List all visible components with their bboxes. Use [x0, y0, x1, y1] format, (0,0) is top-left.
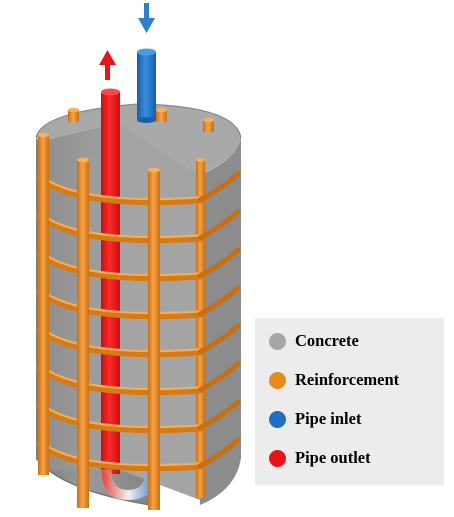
legend-label-concrete: Concrete	[295, 331, 359, 350]
rebar-top-stubs	[68, 107, 214, 132]
rebar-hoop	[36, 361, 241, 396]
concrete-right-wall	[200, 138, 241, 505]
rebar-hoop	[36, 209, 241, 244]
rebar-hoop	[36, 399, 241, 434]
rebar-stub	[156, 107, 167, 122]
rebar-hoop	[36, 171, 241, 206]
arrow-up-icon	[99, 50, 116, 80]
legend-item-concrete: Concrete	[269, 330, 359, 352]
rebar-hoops	[36, 171, 241, 472]
rebar-hoop	[36, 323, 241, 358]
rebar-vertical-back	[196, 158, 205, 498]
rebar-vertical-front	[38, 132, 160, 510]
pipe-outlet	[101, 88, 120, 474]
rebar-vertical-left	[38, 132, 49, 475]
legend: Concrete Reinforcement Pipe inlet Pipe o…	[255, 318, 444, 485]
arrow-down-icon	[138, 3, 155, 33]
rebar-stub	[68, 107, 79, 122]
legend-label-pipe-inlet: Pipe inlet	[295, 409, 362, 428]
rebar-hoop	[36, 247, 241, 282]
rebar-hoop	[36, 285, 241, 320]
pipe-inlet-swatch-icon	[269, 410, 286, 428]
legend-label-pipe-outlet: Pipe outlet	[295, 448, 371, 467]
pipe-outlet-swatch-icon	[269, 449, 286, 467]
legend-item-pipe-inlet: Pipe inlet	[269, 408, 361, 430]
legend-item-pipe-outlet: Pipe outlet	[269, 447, 371, 469]
legend-label-reinforcement: Reinforcement	[295, 370, 400, 389]
concrete-swatch-icon	[269, 332, 286, 350]
rebar-vertical-center-right	[148, 167, 160, 510]
concrete-top-face	[36, 104, 241, 175]
legend-item-reinforcement: Reinforcement	[269, 369, 399, 391]
rebar-stub	[203, 117, 214, 132]
reinforcement-swatch-icon	[269, 371, 286, 389]
pipe-inlet	[137, 48, 156, 123]
rebar-vertical-center-left	[77, 157, 89, 508]
rebar-hoop	[36, 437, 241, 472]
